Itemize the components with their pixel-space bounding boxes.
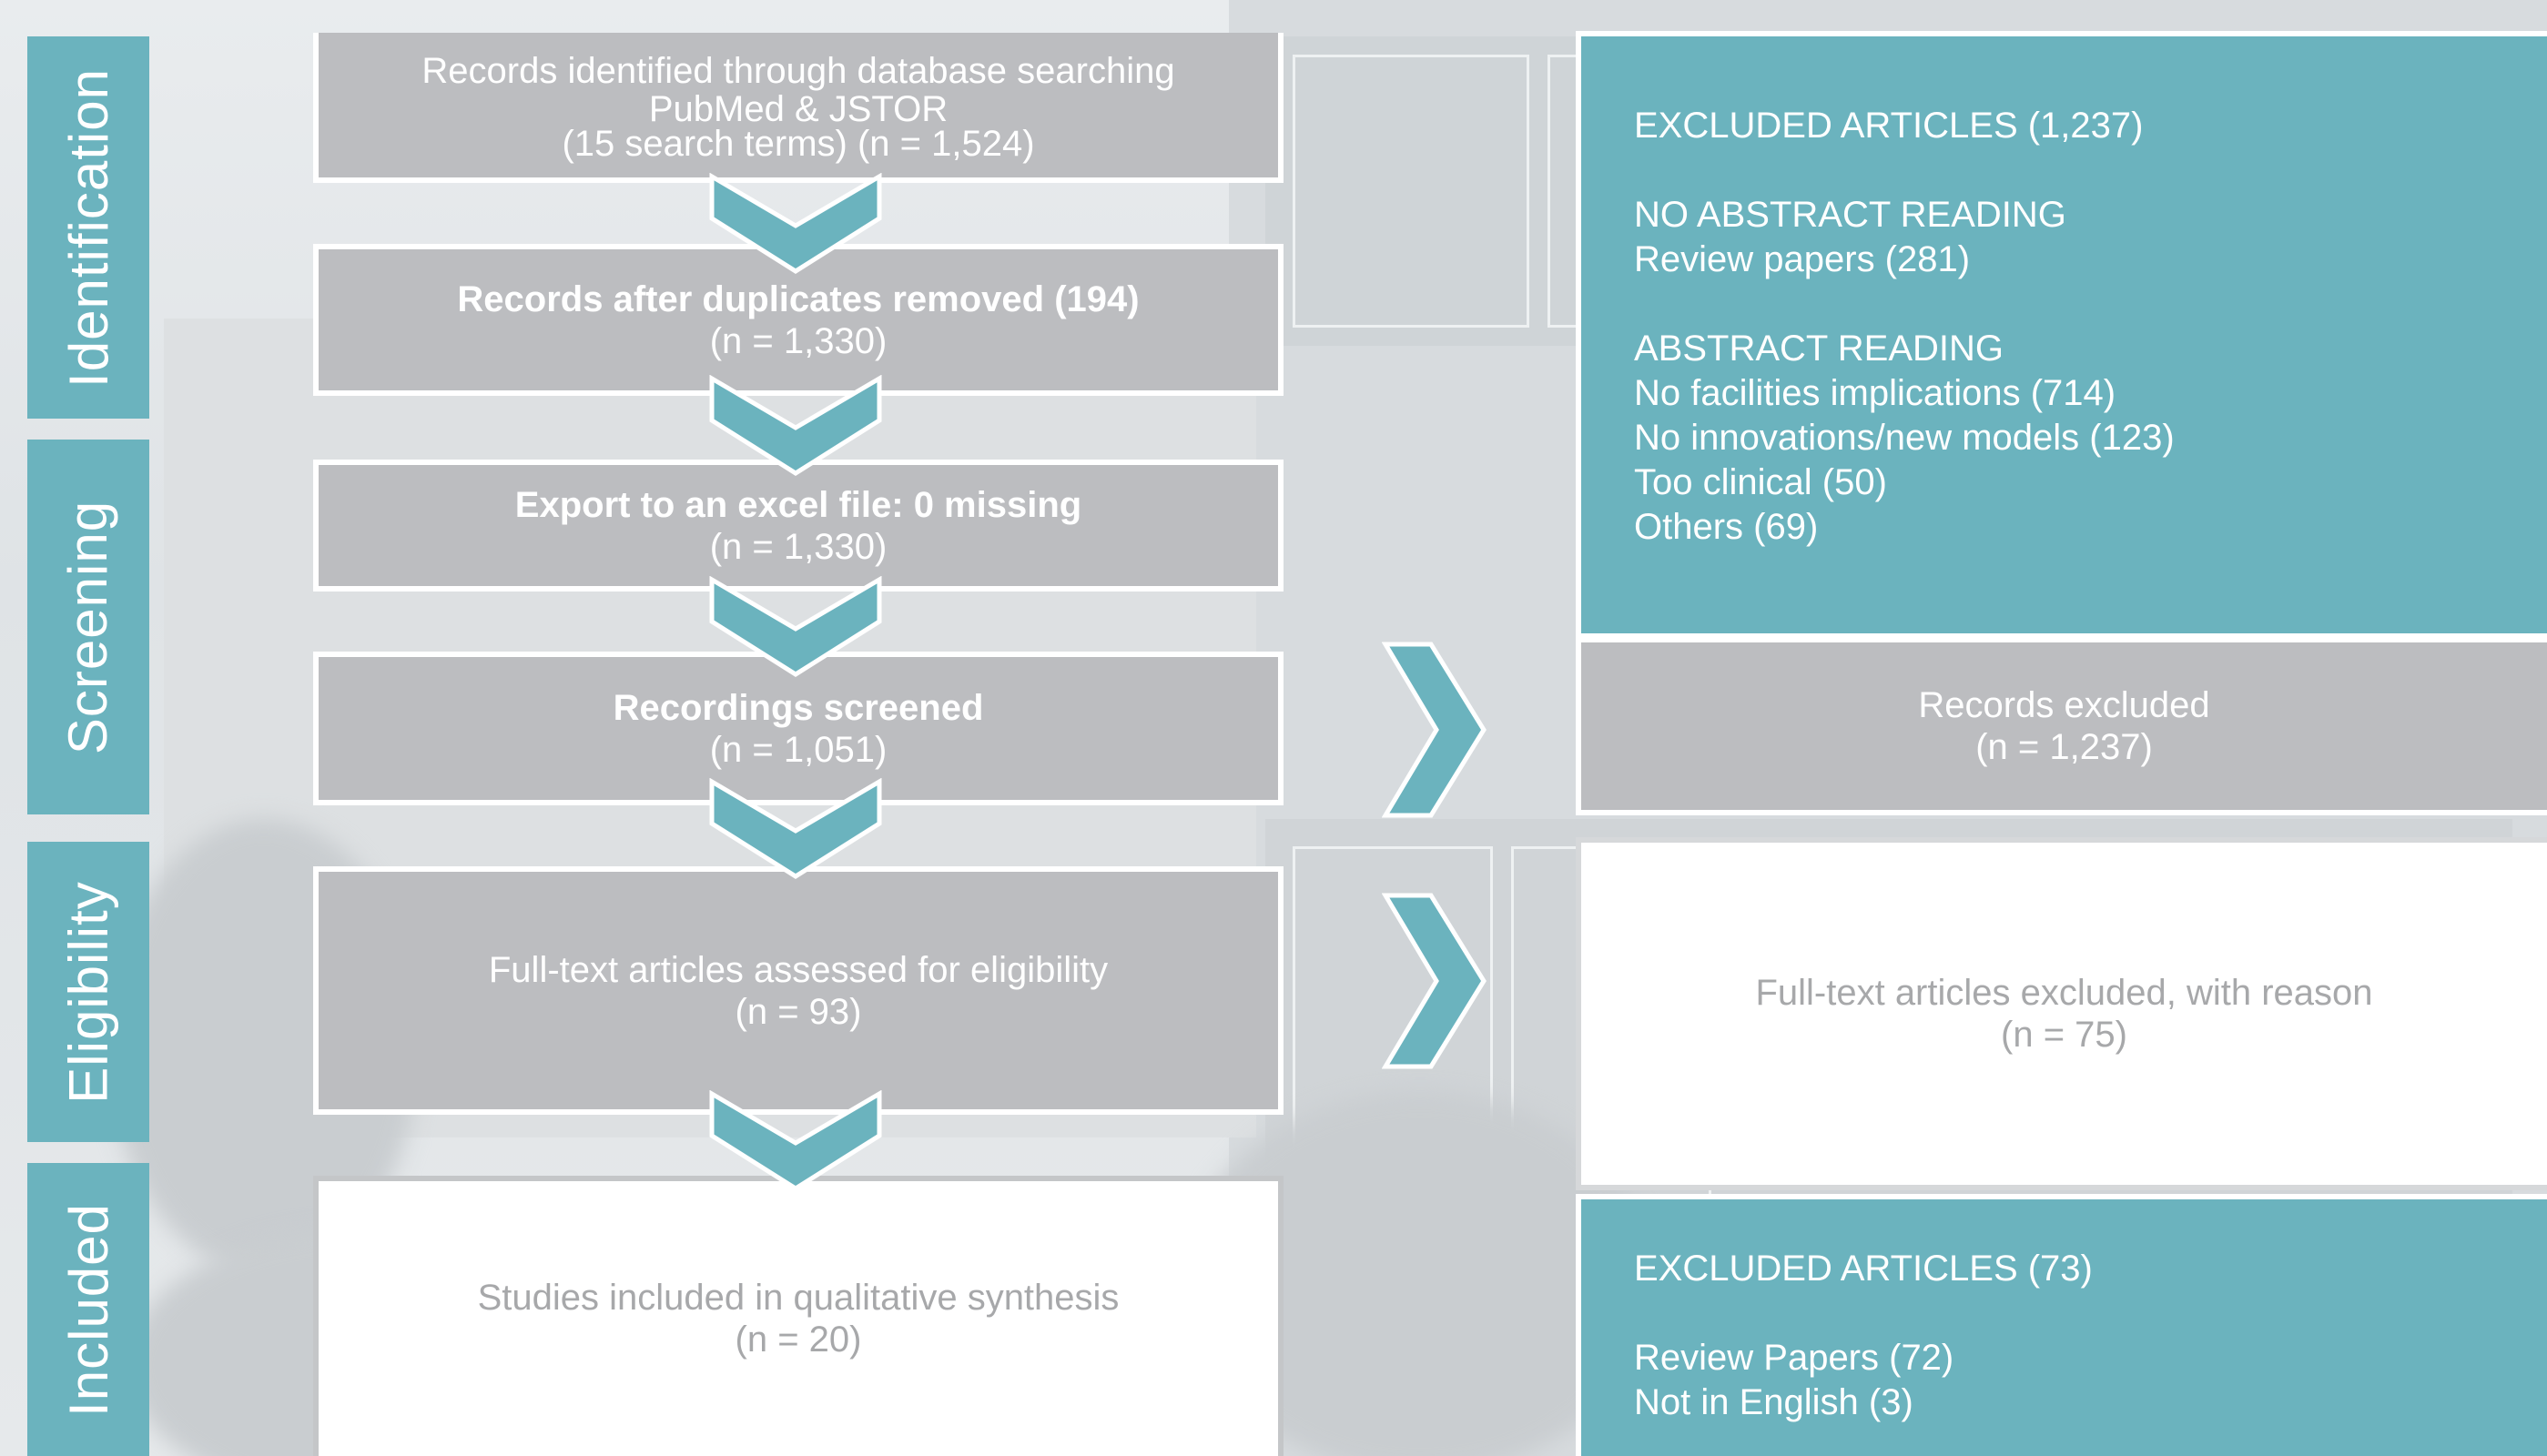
excluded-detail-group1-title: NO ABSTRACT READING	[1634, 195, 2066, 235]
box-excluded-articles-detail: EXCLUDED ARTICLES (1,237) NO ABSTRACT RE…	[1576, 31, 2547, 639]
excluded-detail-group2-item: Others (69)	[1634, 507, 1819, 547]
records-identified-line2: PubMed & JSTOR	[648, 88, 949, 129]
excluded-detail-group2-title: ABSTRACT READING	[1634, 329, 2004, 369]
studies-included-line2: (n = 20)	[735, 1320, 862, 1360]
phase-eligibility-label: Eligibility	[57, 880, 119, 1104]
chevron-down-icon	[709, 375, 882, 476]
fulltext-excluded-line1: Full-text articles excluded, with reason	[1755, 973, 2373, 1013]
phase-screening-label: Screening	[57, 500, 119, 754]
records-screened-line1: Recordings screened	[613, 687, 984, 728]
phase-screening: Screening	[27, 440, 149, 814]
duplicates-removed-line1: Records after duplicates removed (194)	[457, 278, 1140, 319]
phase-included: Included	[27, 1163, 149, 1456]
excluded-detail-group2-item: Too clinical (50)	[1634, 462, 1887, 502]
phase-eligibility: Eligibility	[27, 842, 149, 1142]
excluded-final-heading: EXCLUDED ARTICLES (73)	[1634, 1249, 2093, 1289]
excluded-detail-heading: EXCLUDED ARTICLES (1,237)	[1634, 106, 2144, 146]
fulltext-assessed-line1: Full-text articles assessed for eligibil…	[488, 949, 1109, 990]
box-records-screened: Recordings screened (n = 1,051)	[313, 652, 1284, 805]
phase-identification: Identification	[27, 36, 149, 419]
records-identified-line1: Records identified through database sear…	[421, 50, 1175, 91]
chevron-down-icon	[709, 1090, 882, 1191]
box-records-excluded: Records excluded (n = 1,237)	[1576, 637, 2547, 815]
excluded-detail-group2-item: No facilities implications (714)	[1634, 373, 2116, 413]
chevron-down-icon	[709, 173, 882, 274]
records-screened-line2: (n = 1,051)	[709, 729, 888, 770]
box-studies-included: Studies included in qualitative synthesi…	[313, 1176, 1284, 1456]
phase-included-label: Included	[57, 1202, 119, 1417]
chevron-right-icon	[1382, 642, 1487, 818]
studies-included-line1: Studies included in qualitative synthesi…	[477, 1278, 1120, 1318]
chevron-down-icon	[709, 576, 882, 677]
excluded-final-item: Review Papers (72)	[1634, 1338, 1954, 1378]
excluded-detail-group1-item: Review papers (281)	[1634, 239, 1971, 279]
excluded-final-item: Not in English (3)	[1634, 1382, 1913, 1422]
excluded-detail-group2-item: No innovations/new models (123)	[1634, 418, 2175, 458]
chevron-down-icon	[709, 778, 882, 879]
fulltext-assessed-line2: (n = 93)	[735, 991, 862, 1032]
records-excluded-line2: (n = 1,237)	[1975, 727, 2153, 767]
export-excel-line1: Export to an excel file: 0 missing	[514, 484, 1082, 525]
box-export-excel: Export to an excel file: 0 missing (n = …	[313, 460, 1284, 592]
phase-identification-label: Identification	[57, 67, 119, 388]
box-excluded-articles-final: EXCLUDED ARTICLES (73) Review Papers (72…	[1576, 1194, 2547, 1456]
chevron-right-icon	[1382, 893, 1487, 1069]
records-excluded-line1: Records excluded	[1918, 685, 2210, 725]
box-fulltext-excluded: Full-text articles excluded, with reason…	[1576, 837, 2547, 1190]
export-excel-line2: (n = 1,330)	[709, 526, 888, 567]
records-identified-line3: (15 search terms) (n = 1,524)	[562, 123, 1035, 164]
duplicates-removed-line2: (n = 1,330)	[709, 320, 888, 361]
box-fulltext-assessed: Full-text articles assessed for eligibil…	[313, 866, 1284, 1115]
box-records-identified: Records identified through database sear…	[313, 33, 1284, 183]
fulltext-excluded-line2: (n = 75)	[2001, 1015, 2127, 1055]
